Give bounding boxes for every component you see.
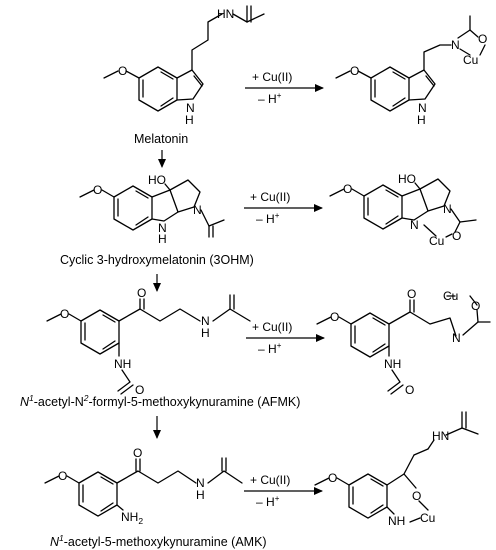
afmk-amide-h: H: [201, 326, 210, 340]
amk-name: N1-acetyl-5-methoxykynuramine (AMK): [50, 533, 267, 549]
complex2-ho: HO: [398, 172, 416, 186]
complex1-indole-h: H: [417, 113, 426, 127]
melatonin-methoxy-o: O: [118, 64, 127, 78]
complex1-n: N: [451, 38, 460, 52]
amk-nh2: NH2: [121, 510, 143, 526]
complex2-n-ring: N: [443, 202, 452, 216]
afmk-name: N1-acetyl-N2-formyl-5-methoxykynuramine …: [20, 393, 300, 409]
amk-methoxy-o: O: [58, 469, 67, 483]
3ohm-name: Cyclic 3-hydroxymelatonin (3OHM): [60, 253, 254, 267]
complex4-hn: HN: [432, 429, 449, 443]
complex3-formyl-o: O: [405, 383, 414, 397]
complex3-n: N: [452, 331, 461, 345]
melatonin-structure: [103, 5, 265, 112]
complex4-cu: Cu: [420, 511, 435, 525]
amk-cu-complex: [314, 411, 479, 523]
afmk-amide-n: N: [201, 314, 210, 328]
3ohm-nh: N: [158, 221, 167, 235]
complex3-ketone-o: O: [407, 287, 416, 301]
complex1-indole-n: N: [418, 101, 427, 115]
3ohm-h: H: [158, 232, 167, 246]
complex2-o: O: [452, 229, 461, 243]
amk-structure: [44, 457, 243, 517]
amk-amide-h: H: [196, 488, 205, 502]
complex2-n: N: [410, 218, 419, 232]
complex2-cu: Cu: [429, 234, 444, 248]
reaction-1-loss: – H+: [258, 91, 282, 106]
complex3-o: O: [471, 299, 480, 313]
3ohm-n: N: [193, 203, 202, 217]
afmk-formyl-o: O: [135, 383, 144, 397]
complex4-o: O: [412, 489, 421, 503]
reaction-3-loss: – H+: [258, 341, 282, 356]
reaction-4-reagent: + Cu(II): [250, 473, 290, 487]
complex4-methoxy-o: O: [328, 471, 337, 485]
reaction-1-reagent: + Cu(II): [252, 70, 292, 84]
reaction-2-reagent: + Cu(II): [250, 190, 290, 204]
afmk-formyl-nh: NH: [114, 357, 131, 371]
complex1-o: O: [478, 32, 487, 46]
afmk-structure: [46, 294, 251, 395]
3ohm-structure: [79, 179, 225, 238]
complex3-methoxy-o: O: [330, 310, 339, 324]
3ohm-cu-complex: [329, 178, 477, 238]
melatonin-cu-complex: [335, 15, 486, 112]
melatonin-name: Melatonin: [134, 132, 188, 146]
amk-amide-n: N: [196, 476, 205, 490]
3ohm-ho: HO: [148, 173, 166, 187]
reaction-3-reagent: + Cu(II): [252, 320, 292, 334]
complex2-methoxy-o: O: [343, 182, 352, 196]
afmk-cu-complex: [316, 295, 491, 395]
melatonin-indole-h: H: [185, 113, 194, 127]
melatonin-amide-nh: HN: [217, 7, 234, 21]
complex4-nh: NH: [388, 514, 405, 528]
complex3-cu: Cu: [443, 289, 458, 303]
reaction-4-loss: – H+: [256, 494, 280, 509]
complex1-methoxy-o: O: [350, 64, 359, 78]
melatonin-indole-n: N: [186, 101, 195, 115]
reaction-2-loss: – H+: [256, 211, 280, 226]
afmk-methoxy-o: O: [60, 307, 69, 321]
3ohm-methoxy-o: O: [93, 183, 102, 197]
complex3-formyl-nh: NH: [384, 357, 401, 371]
complex1-cu: Cu: [463, 53, 478, 67]
afmk-ketone-o: O: [137, 286, 146, 300]
amk-ketone-o: O: [133, 446, 142, 460]
